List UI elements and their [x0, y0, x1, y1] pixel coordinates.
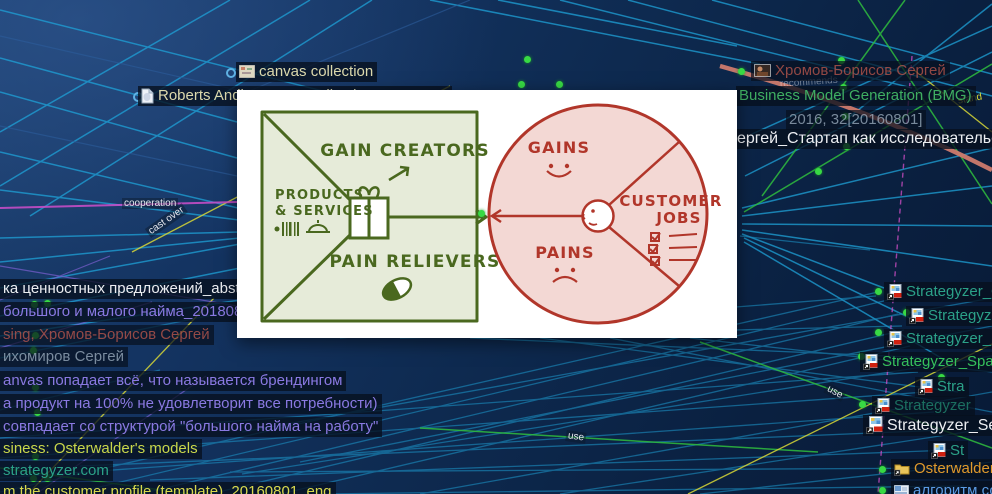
- customer-jobs-label-2: JOBS: [655, 209, 701, 227]
- node-label: Strategyz: [928, 307, 992, 324]
- graph-node-startup-research[interactable]: ергей_Стартап как исследовательски: [734, 129, 992, 149]
- pains-label: PAINS: [535, 243, 595, 262]
- node-label: Stra: [937, 378, 965, 395]
- graph-node-file-stra[interactable]: Stra: [915, 377, 969, 397]
- graph-node-khromov-ref[interactable]: sing, Хромов-Борисов Сергей: [0, 325, 214, 345]
- pdf-file-icon: [887, 330, 902, 347]
- graph-node-big-small-hire[interactable]: большого и малого найма_20180803: [0, 302, 264, 322]
- node-label: Osterwalder: [914, 460, 992, 477]
- node-label: Strategyzer_Sell: [887, 416, 992, 434]
- barcode-icon: [274, 222, 299, 236]
- products-label: PRODUCTS: [275, 188, 364, 203]
- node-dot: [859, 401, 866, 408]
- edge-label-cooperation: cooperation: [122, 198, 179, 209]
- pdf-file-icon: [887, 283, 902, 300]
- node-label: St: [950, 442, 965, 459]
- graph-node-customer-profile-template[interactable]: m the customer profile (template)_201608…: [0, 482, 336, 494]
- folder-icon: [894, 462, 910, 476]
- node-dot: [879, 487, 886, 494]
- services-label: & SERVICES: [275, 204, 374, 219]
- checklist-icon: [648, 232, 698, 266]
- pdf-file-icon: [931, 442, 946, 459]
- node-label: алгоритм со: [913, 482, 992, 494]
- node-dot: [556, 81, 563, 88]
- pdf-file-icon: [909, 307, 924, 324]
- graph-node-file-strategyz[interactable]: Strategyz: [906, 306, 992, 326]
- graph-node-algorithm[interactable]: алгоритм со: [891, 481, 992, 494]
- graph-node-file-st[interactable]: St: [928, 441, 969, 461]
- customer-head-icon: [581, 199, 615, 233]
- dish-icon: [306, 220, 330, 233]
- graph-node-osterwalder-models[interactable]: siness: Osterwalder's models: [0, 439, 202, 459]
- graph-node-khromov-borisov[interactable]: Хромов-Борисов Сергей: [751, 61, 950, 81]
- graph-node-structure-note[interactable]: совпадает со структурой "большого найма …: [0, 417, 383, 437]
- gift-bow-icon: [358, 186, 380, 198]
- pain-relievers-label: PAIN RELIEVERS: [330, 252, 501, 272]
- gains-label: GAINS: [528, 138, 590, 157]
- node-dot: [738, 68, 745, 75]
- pdf-file-icon: [863, 353, 878, 370]
- pdf-file-icon: [875, 397, 890, 414]
- red-arrowhead: [489, 208, 502, 224]
- graph-node-file-strategyzer-spa[interactable]: Strategyzer_Spa: [860, 352, 992, 372]
- smiley-icon: [546, 163, 572, 178]
- node-dot: [524, 56, 531, 63]
- growth-arrow-icon: [388, 165, 410, 182]
- node-dot: [875, 329, 882, 336]
- node-label: Strategyzer: [894, 397, 971, 414]
- graph-node-file-strategyzer-p[interactable]: Strategyzer_P: [884, 329, 992, 349]
- graph-node-file-strategyzer-sell[interactable]: Strategyzer_Sell: [863, 415, 992, 436]
- pill-icon: [381, 277, 413, 301]
- pdf-file-icon: [866, 416, 883, 434]
- image-thumbnail-icon: [239, 65, 255, 78]
- photo-icon: [754, 64, 771, 77]
- graph-node-product-note[interactable]: а продукт на 100% не удовлетворит все по…: [0, 394, 382, 414]
- node-label: Strategyzer_C: [906, 283, 992, 300]
- graph-node-value-propositions[interactable]: ка ценностных предложений_abstra: [0, 279, 257, 299]
- graph-node-file-strategyzer-c[interactable]: Strategyzer_C: [884, 282, 992, 302]
- node-label: Strategyzer_Spa: [882, 353, 992, 370]
- document-icon: [141, 88, 154, 104]
- node-dot: [875, 288, 882, 295]
- graph-node-canvas-collection[interactable]: canvas collection: [236, 62, 378, 82]
- graph-node-bmg[interactable]: Business Model Generation (BMG): [736, 86, 976, 106]
- frowny-icon: [552, 267, 578, 283]
- gain-creators-label: GAIN CREATORS: [320, 141, 490, 161]
- graph-node-tikhomirov[interactable]: ихомиров Сергей: [0, 347, 128, 367]
- customer-jobs-label-1: CUSTOMER: [619, 192, 722, 210]
- pdf-file-icon: [918, 378, 933, 395]
- node-dot: [815, 168, 822, 175]
- node-dot: [838, 57, 845, 64]
- image-thumbnail-icon: [894, 484, 909, 494]
- graph-node-edition[interactable]: 2016, 32[20160801]: [786, 110, 927, 130]
- node-label: Strategyzer_P: [906, 330, 992, 347]
- node-dot: [518, 81, 525, 88]
- value-proposition-canvas-image[interactable]: GAIN CREATORS PRODUCTS & SERVICES PAIN R…: [237, 90, 737, 338]
- graph-node-strategyzer-com[interactable]: strategyzer.com: [0, 461, 113, 481]
- node-label: canvas collection: [259, 63, 374, 80]
- node-label: Хромов-Борисов Сергей: [775, 62, 946, 79]
- graph-node-folder-osterwalder[interactable]: Osterwalder: [891, 459, 992, 479]
- node-dot: [478, 210, 485, 217]
- graph-node-file-strategyzer[interactable]: Strategyzer: [872, 396, 975, 416]
- graph-node-branding-note[interactable]: anvas попадает всё, что называется бренд…: [0, 371, 347, 391]
- node-ring: [226, 68, 236, 78]
- node-dot: [879, 466, 886, 473]
